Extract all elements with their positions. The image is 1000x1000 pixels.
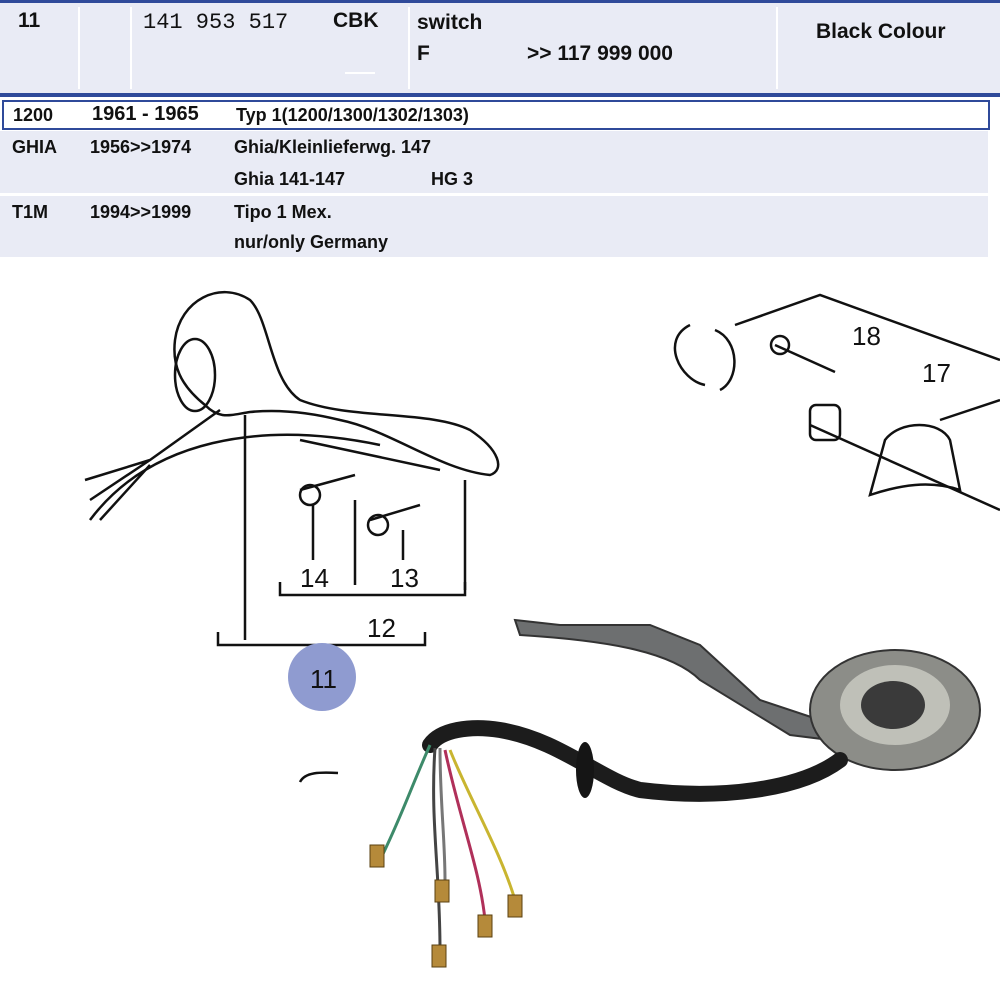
callout-label: 14 — [300, 563, 329, 593]
callout-label: 13 — [390, 563, 419, 593]
part-range: >> 117 999 000 — [527, 42, 673, 65]
photo-switch-lever — [369, 618, 981, 968]
callout-label: 11 — [310, 664, 337, 694]
model-years: 1961 - 1965 — [92, 103, 199, 125]
divider — [776, 7, 778, 89]
model-row: GHIA 1956>>1974 Ghia/Kleinlieferwg. 147 … — [0, 131, 988, 193]
model-desc: Ghia 141-147 — [234, 169, 346, 189]
callout-label: 17 — [922, 358, 951, 388]
part-code: F — [417, 42, 430, 65]
model-row: 1200 1961 - 1965 Typ 1(1200/1300/1302/13… — [2, 100, 990, 130]
parts-diagram: 18 17 14 13 12 11 — [84, 290, 1000, 968]
model-code: T1M — [12, 202, 48, 222]
dash-mark — [345, 72, 375, 74]
part-header-row: 11 141 953 517 CBK switch F >> 117 999 0… — [0, 0, 1000, 97]
highlight-marker — [288, 643, 356, 711]
divider — [78, 7, 80, 89]
model-desc: Typ 1(1200/1300/1302/1303) — [236, 105, 469, 125]
model-years: 1994>>1999 — [90, 202, 192, 222]
model-desc: Tipo 1 Mex. — [234, 202, 332, 222]
model-years: 1956>>1974 — [90, 137, 192, 157]
model-desc: Ghia/Kleinlieferwg. 147 — [234, 137, 432, 157]
divider — [130, 7, 132, 89]
part-name: switch — [417, 11, 483, 34]
part-number: 141 953 517 — [143, 10, 289, 35]
callout-label: 18 — [852, 321, 881, 351]
part-position: 11 — [18, 9, 41, 32]
model-extra: HG 3 — [431, 169, 474, 189]
part-suffix: CBK — [333, 9, 379, 32]
switch-line-drawing — [84, 290, 1000, 783]
model-desc: nur/only Germany — [234, 232, 389, 252]
callout-label: 12 — [367, 613, 396, 643]
model-code: GHIA — [12, 137, 57, 157]
part-remark: Black Colour — [816, 20, 946, 43]
model-row: T1M 1994>>1999 Tipo 1 Mex. nur/only Germ… — [0, 196, 988, 257]
model-code: 1200 — [13, 105, 54, 125]
divider — [408, 7, 410, 89]
